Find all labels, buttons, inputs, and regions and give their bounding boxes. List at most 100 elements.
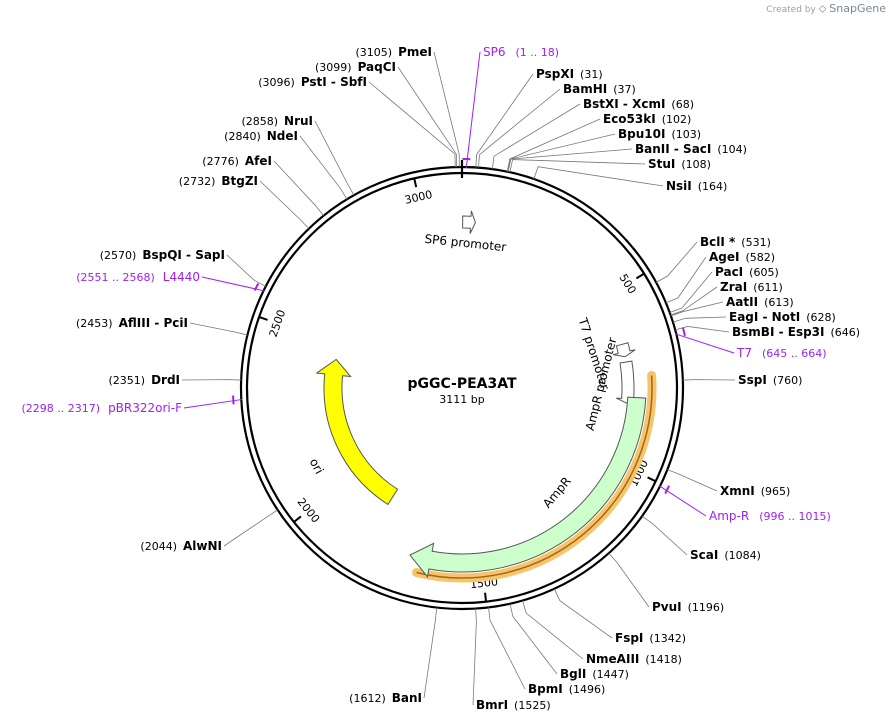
enzyme-leader xyxy=(608,552,650,608)
enzyme-position: (611) xyxy=(753,281,783,294)
ampr-label: AmpR xyxy=(540,474,574,510)
enzyme-leader xyxy=(368,81,456,168)
enzyme-leader xyxy=(423,607,438,699)
enzyme-position: (68) xyxy=(671,98,694,111)
enzyme-name: BsmBI - Esp3I xyxy=(732,325,824,339)
enzyme-position: (1447) xyxy=(592,668,629,681)
enzyme-leader xyxy=(522,600,584,660)
primer-name: Amp-R xyxy=(709,509,749,523)
sp6-promoter-label: SP6 promoter xyxy=(424,232,507,254)
enzyme-position: (605) xyxy=(749,266,779,279)
enzyme-name: BamHI xyxy=(563,82,607,96)
brand-name: SnapGene xyxy=(829,2,886,15)
enzyme-name: SspI xyxy=(738,373,767,387)
enzyme-leader xyxy=(314,120,355,196)
enzyme-leader xyxy=(433,51,460,168)
enzyme-name: NruI xyxy=(284,114,313,128)
primer-name: T7 xyxy=(736,346,752,360)
primer-leader xyxy=(201,276,265,292)
enzyme-position: (3096) xyxy=(258,76,295,89)
enzyme-name: Bpu10I xyxy=(618,127,665,141)
primer-leader xyxy=(675,333,735,354)
enzyme-leader xyxy=(223,509,278,547)
enzyme-name: BclI * xyxy=(700,235,736,249)
enzyme-position: (2776) xyxy=(202,155,239,168)
enzyme-leader xyxy=(189,322,248,336)
plasmid-name: pGGC-PEA3AT xyxy=(407,376,517,392)
enzyme-position: (2453) xyxy=(76,317,113,330)
enzyme-position: (103) xyxy=(671,128,701,141)
enzyme-position: (965) xyxy=(761,485,791,498)
enzyme-leader xyxy=(554,588,613,639)
enzyme-name: AfeI xyxy=(245,154,272,168)
primer-mark xyxy=(681,327,686,337)
enzyme-name: PaqCI xyxy=(358,60,396,74)
brand-prefix: Created by xyxy=(766,5,816,15)
enzyme-leader xyxy=(509,603,558,675)
primer-range: (1 .. 18) xyxy=(516,46,560,59)
ampr-gene-arrow xyxy=(409,396,647,579)
enzyme-name: AflIII - PciI xyxy=(119,316,188,330)
promoter-arrow-1 xyxy=(612,342,636,358)
enzyme-name: PmeI xyxy=(398,45,432,59)
ruler-tick-label: 500 xyxy=(616,272,638,297)
enzyme-name: BstXI - XcmI xyxy=(583,97,665,111)
enzyme-position: (3105) xyxy=(356,46,393,59)
primer-leader xyxy=(658,485,707,517)
enzyme-name: AatII xyxy=(726,295,758,309)
enzyme-position: (582) xyxy=(745,251,775,264)
enzyme-name: FspI xyxy=(615,631,643,645)
enzyme-leader xyxy=(506,118,601,172)
enzyme-position: (31) xyxy=(580,68,603,81)
enzyme-name: ScaI xyxy=(690,548,718,562)
ruler-tick xyxy=(293,515,302,523)
enzyme-leader xyxy=(655,241,698,283)
enzyme-leader xyxy=(299,135,348,200)
enzyme-name: BglI xyxy=(560,667,586,681)
enzyme-name: Eco53kI xyxy=(603,112,656,126)
ruler-tick xyxy=(647,476,657,483)
enzyme-name: NmeAIII xyxy=(586,652,639,666)
enzyme-name: AlwNI xyxy=(183,539,222,553)
enzyme-position: (760) xyxy=(773,374,803,387)
primer-name: L4440 xyxy=(163,270,200,284)
enzyme-name: BanII - SacI xyxy=(635,142,711,156)
enzyme-position: (628) xyxy=(806,311,836,324)
enzyme-leader xyxy=(475,73,534,168)
ori-label: ori xyxy=(307,456,327,476)
enzyme-name: PacI xyxy=(715,265,743,279)
enzyme-leader xyxy=(491,103,581,170)
enzyme-name: AgeI xyxy=(709,250,739,264)
enzyme-leader xyxy=(533,166,664,187)
enzyme-position: (2351) xyxy=(108,374,145,387)
primer-leader xyxy=(183,398,243,409)
enzyme-position: (1418) xyxy=(645,653,682,666)
enzyme-position: (2840) xyxy=(224,130,261,143)
enzyme-leader xyxy=(478,88,561,168)
enzyme-leader xyxy=(472,608,477,706)
ruler-tick-label: 3000 xyxy=(403,188,433,207)
enzyme-name: PspXI xyxy=(536,67,574,81)
enzyme-leader xyxy=(488,607,526,690)
enzyme-name: BmrI xyxy=(476,698,508,712)
plasmid-length: 3111 bp xyxy=(439,393,484,406)
ruler-tick xyxy=(413,178,418,188)
ori-arrow xyxy=(315,358,399,506)
enzyme-leader xyxy=(672,316,727,323)
enzyme-position: (2044) xyxy=(140,540,177,553)
enzyme-leader xyxy=(675,326,730,333)
enzyme-leader xyxy=(259,180,310,229)
enzyme-position: (1342) xyxy=(649,632,686,645)
enzyme-name: BspQI - SapI xyxy=(142,248,225,262)
primer-range: (996 .. 1015) xyxy=(759,510,831,523)
enzyme-name: BanI xyxy=(392,691,422,705)
enzyme-leader xyxy=(507,148,633,172)
primer-range: (645 .. 664) xyxy=(762,347,827,360)
enzyme-position: (1496) xyxy=(569,683,606,696)
enzyme-leader xyxy=(667,469,718,492)
ruler-tick-label: 2000 xyxy=(295,495,323,525)
enzyme-name: EagI - NotI xyxy=(729,310,800,324)
primer-leader xyxy=(465,51,481,169)
